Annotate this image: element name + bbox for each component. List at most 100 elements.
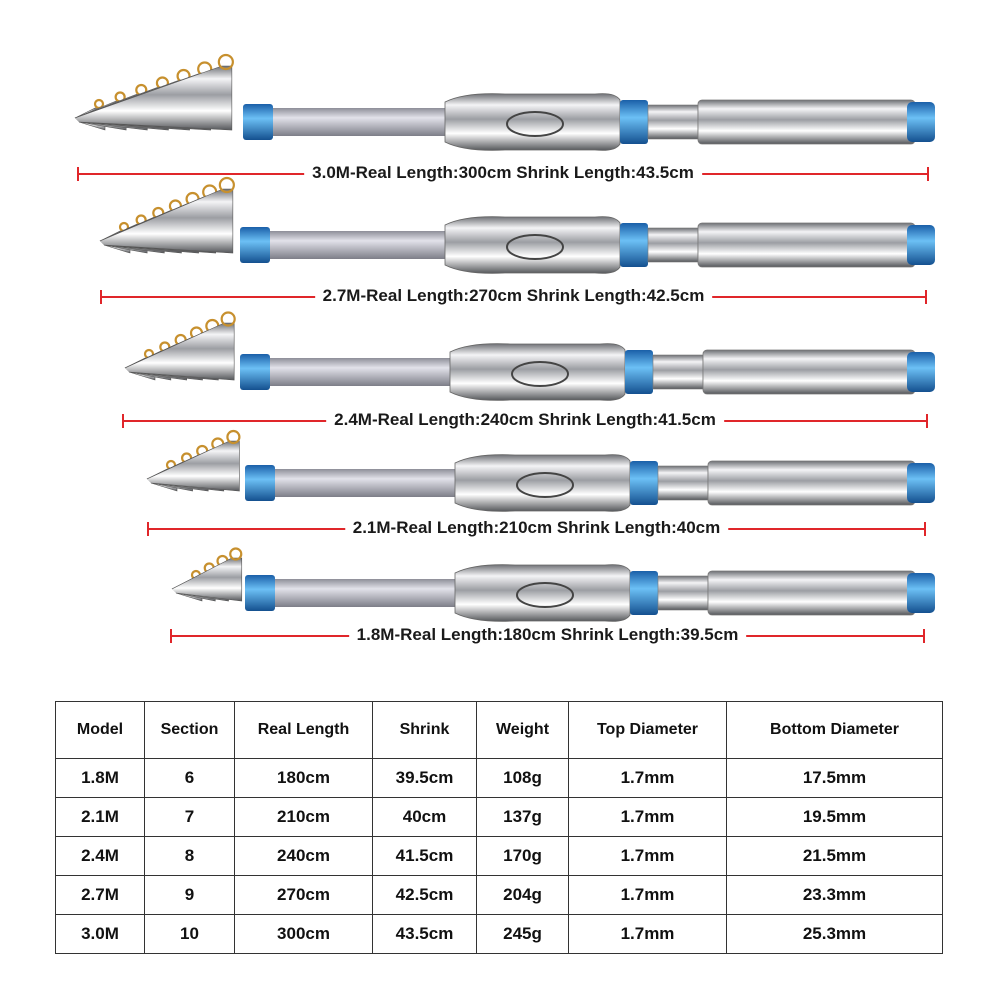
rods-svg xyxy=(74,53,935,643)
header-model: Model xyxy=(55,701,145,759)
rod-tip-section xyxy=(124,322,235,381)
cell-weight: 204g xyxy=(476,875,569,915)
rod-tip-section xyxy=(146,440,240,492)
rod-tip-section xyxy=(171,557,243,602)
rod-ferrule xyxy=(245,575,275,611)
cell-real-length: 210cm xyxy=(234,797,373,837)
threaded-section xyxy=(647,227,699,263)
reel-seat-window xyxy=(516,582,574,608)
handle-grip xyxy=(697,99,916,145)
table-row: 2.7M 9 270cm 42.5cm 204g 1.7mm 23.3mm xyxy=(55,875,943,915)
cell-real-length: 180cm xyxy=(234,758,373,798)
table-header-row: Model Section Real Length Shrink Weight … xyxy=(55,701,943,759)
cell-section: 7 xyxy=(144,797,235,837)
reel-lock-ring xyxy=(620,100,648,144)
cell-shrink: 43.5cm xyxy=(372,914,477,954)
butt-cap xyxy=(907,352,935,392)
cell-section: 9 xyxy=(144,875,235,915)
reel-seat xyxy=(449,343,626,401)
measure-label: 1.8M-Real Length:180cm Shrink Length:39.… xyxy=(348,625,747,645)
cell-model: 3.0M xyxy=(55,914,145,954)
cell-weight: 170g xyxy=(476,836,569,876)
reel-seat-window xyxy=(516,472,574,498)
rod-blank xyxy=(275,579,455,607)
cell-model: 2.1M xyxy=(55,797,145,837)
cell-top-diameter: 1.7mm xyxy=(568,797,727,837)
handle-grip xyxy=(707,460,916,506)
table-row: 2.4M 8 240cm 41.5cm 170g 1.7mm 21.5mm xyxy=(55,836,943,876)
cell-shrink: 42.5cm xyxy=(372,875,477,915)
cell-shrink: 41.5cm xyxy=(372,836,477,876)
butt-cap xyxy=(907,225,935,265)
threaded-section xyxy=(657,465,709,501)
threaded-section xyxy=(657,575,709,611)
cell-bottom-diameter: 21.5mm xyxy=(726,836,943,876)
rod-blank xyxy=(270,358,450,386)
reel-seat xyxy=(444,216,621,274)
reel-seat-window xyxy=(506,111,564,137)
header-top-diameter: Top Diameter xyxy=(568,701,727,759)
rod-tip-section xyxy=(99,188,234,254)
guide-ring xyxy=(218,176,235,194)
cell-real-length: 240cm xyxy=(234,836,373,876)
rod-ferrule xyxy=(243,104,273,140)
header-weight: Weight xyxy=(476,701,569,759)
header-bottom-diameter: Bottom Diameter xyxy=(726,701,943,759)
header-real-length: Real Length xyxy=(234,701,373,759)
cell-section: 8 xyxy=(144,836,235,876)
butt-cap xyxy=(907,573,935,613)
cell-top-diameter: 1.7mm xyxy=(568,758,727,798)
measure-label: 3.0M-Real Length:300cm Shrink Length:43.… xyxy=(304,163,702,183)
handle-grip xyxy=(707,570,916,616)
rod-blank xyxy=(275,469,455,497)
reel-lock-ring xyxy=(630,461,658,505)
rod-blank xyxy=(273,108,445,136)
reel-lock-ring xyxy=(620,223,648,267)
handle-grip xyxy=(697,222,916,268)
reel-lock-ring xyxy=(625,350,653,394)
reel-seat xyxy=(444,93,621,151)
cell-top-diameter: 1.7mm xyxy=(568,836,727,876)
measure-label: 2.7M-Real Length:270cm Shrink Length:42.… xyxy=(314,286,713,306)
reel-seat-window xyxy=(511,361,569,387)
cell-weight: 108g xyxy=(476,758,569,798)
measure-label: 2.4M-Real Length:240cm Shrink Length:41.… xyxy=(326,410,724,430)
rod-ferrule xyxy=(240,227,270,263)
cell-weight: 245g xyxy=(476,914,569,954)
rod-ferrule xyxy=(245,465,275,501)
cell-bottom-diameter: 23.3mm xyxy=(726,875,943,915)
cell-shrink: 39.5cm xyxy=(372,758,477,798)
guide-ring xyxy=(217,53,234,71)
cell-bottom-diameter: 17.5mm xyxy=(726,758,943,798)
cell-model: 1.8M xyxy=(55,758,145,798)
reel-seat-window xyxy=(506,234,564,260)
table-row: 2.1M 7 210cm 40cm 137g 1.7mm 19.5mm xyxy=(55,797,943,837)
spec-table: Model Section Real Length Shrink Weight … xyxy=(55,701,943,954)
cell-real-length: 270cm xyxy=(234,875,373,915)
rod-blank xyxy=(270,231,445,259)
header-shrink: Shrink xyxy=(372,701,477,759)
measure-label: 2.1M-Real Length:210cm Shrink Length:40c… xyxy=(344,518,729,538)
header-section: Section xyxy=(144,701,235,759)
cell-bottom-diameter: 25.3mm xyxy=(726,914,943,954)
cell-shrink: 40cm xyxy=(372,797,477,837)
table-row: 1.8M 6 180cm 39.5cm 108g 1.7mm 17.5mm xyxy=(55,758,943,798)
guide-ring xyxy=(220,311,236,327)
rod-ferrule xyxy=(240,354,270,390)
threaded-section xyxy=(647,104,699,140)
rod-tip-section xyxy=(74,65,233,131)
cell-section: 10 xyxy=(144,914,235,954)
threaded-section xyxy=(652,354,704,390)
cell-bottom-diameter: 19.5mm xyxy=(726,797,943,837)
table-row: 3.0M 10 300cm 43.5cm 245g 1.7mm 25.3mm xyxy=(55,914,943,954)
guide-ring xyxy=(229,547,243,561)
cell-model: 2.7M xyxy=(55,875,145,915)
cell-model: 2.4M xyxy=(55,836,145,876)
butt-cap xyxy=(907,102,935,142)
cell-top-diameter: 1.7mm xyxy=(568,875,727,915)
handle-grip xyxy=(702,349,916,395)
cell-real-length: 300cm xyxy=(234,914,373,954)
reel-seat xyxy=(454,454,631,512)
reel-seat xyxy=(454,564,631,622)
reel-lock-ring xyxy=(630,571,658,615)
